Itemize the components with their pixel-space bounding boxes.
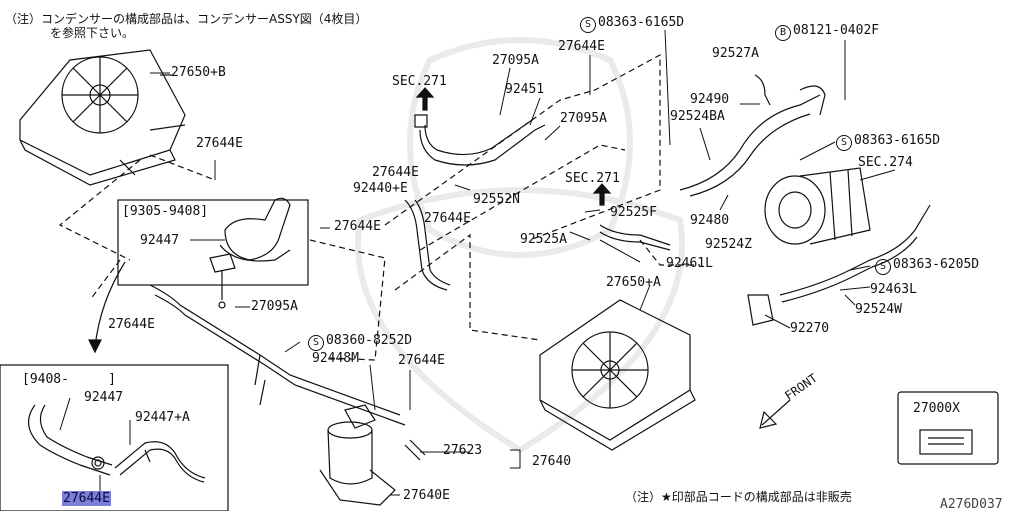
part-number: 08363-6165D — [854, 133, 941, 148]
part-label[interactable]: 27644E — [424, 211, 471, 226]
part-label[interactable]: 27095A — [492, 53, 539, 68]
part-label[interactable]: 92527A — [712, 46, 759, 61]
top-note-line2: を参照下さい。 — [50, 26, 135, 40]
part-label[interactable]: 92461L — [666, 256, 713, 271]
bolt-symbol-icon: B — [775, 25, 791, 41]
part-label[interactable]: 27095A — [560, 111, 607, 126]
part-label[interactable]: 92463L — [870, 282, 917, 297]
part-number: 08363-6165D — [598, 15, 685, 30]
part-label[interactable]: 92480 — [690, 213, 730, 228]
part-label[interactable]: 27095A — [251, 299, 298, 314]
part-label[interactable]: 92451 — [505, 82, 545, 97]
condenser-fan-a — [539, 299, 696, 451]
screw-symbol-icon: S — [875, 259, 891, 275]
part-label[interactable]: 27644E — [108, 317, 155, 332]
condenser-fan-b — [19, 49, 186, 186]
part-label[interactable]: 27650+B — [171, 65, 226, 80]
part-label[interactable]: 92447+A — [135, 410, 190, 425]
screw-symbol-icon: S — [308, 335, 324, 351]
part-label[interactable]: 92525A — [520, 232, 567, 247]
part-label[interactable]: 27650+A — [606, 275, 661, 290]
part-label[interactable]: 92524W — [855, 302, 902, 317]
diagram-code: A276D037 — [940, 497, 1003, 512]
part-label[interactable]: 27623 — [443, 443, 483, 458]
part-label[interactable]: 27644E — [196, 136, 243, 151]
bottom-note: （注）★印部品コードの構成部品は非販売 — [625, 490, 852, 504]
part-label[interactable]: 27644E — [372, 165, 419, 180]
box-part-label: 27000X — [913, 401, 960, 416]
part-label[interactable]: 92524Z — [705, 237, 752, 252]
part-number: 08360-8252D — [326, 333, 413, 348]
sec271-left: SEC.271 — [392, 74, 447, 89]
part-label[interactable]: 92447 — [84, 390, 124, 405]
part-label-selection: 27644E — [62, 491, 111, 506]
part-label[interactable]: 92525F — [610, 205, 657, 220]
part-label[interactable]: 27640 — [532, 454, 572, 469]
screw-symbol-icon: S — [836, 135, 852, 151]
part-label[interactable]: 92440+E — [353, 181, 408, 196]
part-label[interactable]: 92447 — [140, 233, 180, 248]
sec271-mid: SEC.271 — [565, 171, 620, 186]
part-label-highlighted[interactable]: 27644E — [62, 491, 111, 506]
part-box-27000x — [897, 391, 999, 465]
part-number: 08121-0402F — [793, 23, 880, 38]
range-lower: [9408- ] — [22, 372, 116, 387]
part-label[interactable]: 92552N — [473, 192, 520, 207]
range-lower-box — [0, 364, 229, 511]
part-label[interactable]: 27644E — [334, 219, 381, 234]
assembly-guide-lines — [58, 53, 700, 361]
top-note-line1: （注）コンデンサーの構成部品は、コンデンサーASSY図（4枚目） — [5, 12, 368, 26]
range-upper-box — [117, 199, 309, 286]
part-label[interactable]: 92270 — [790, 321, 830, 336]
part-label[interactable]: 27644E — [398, 353, 445, 368]
part-number: 08363-6205D — [893, 257, 980, 272]
range-upper: [9305-9408] — [122, 204, 209, 219]
screw-symbol-icon: S — [580, 17, 596, 33]
compressor — [764, 167, 871, 245]
sec274: SEC.274 — [858, 155, 913, 170]
part-label[interactable]: 27644E — [558, 39, 605, 54]
part-label[interactable]: 92448M — [312, 351, 359, 366]
part-label[interactable]: 92490 — [690, 92, 730, 107]
part-label[interactable]: 27640E — [403, 488, 450, 503]
label-plate-icon — [919, 429, 973, 455]
part-label[interactable]: 92524BA — [670, 109, 725, 124]
receiver-drier — [319, 404, 426, 506]
